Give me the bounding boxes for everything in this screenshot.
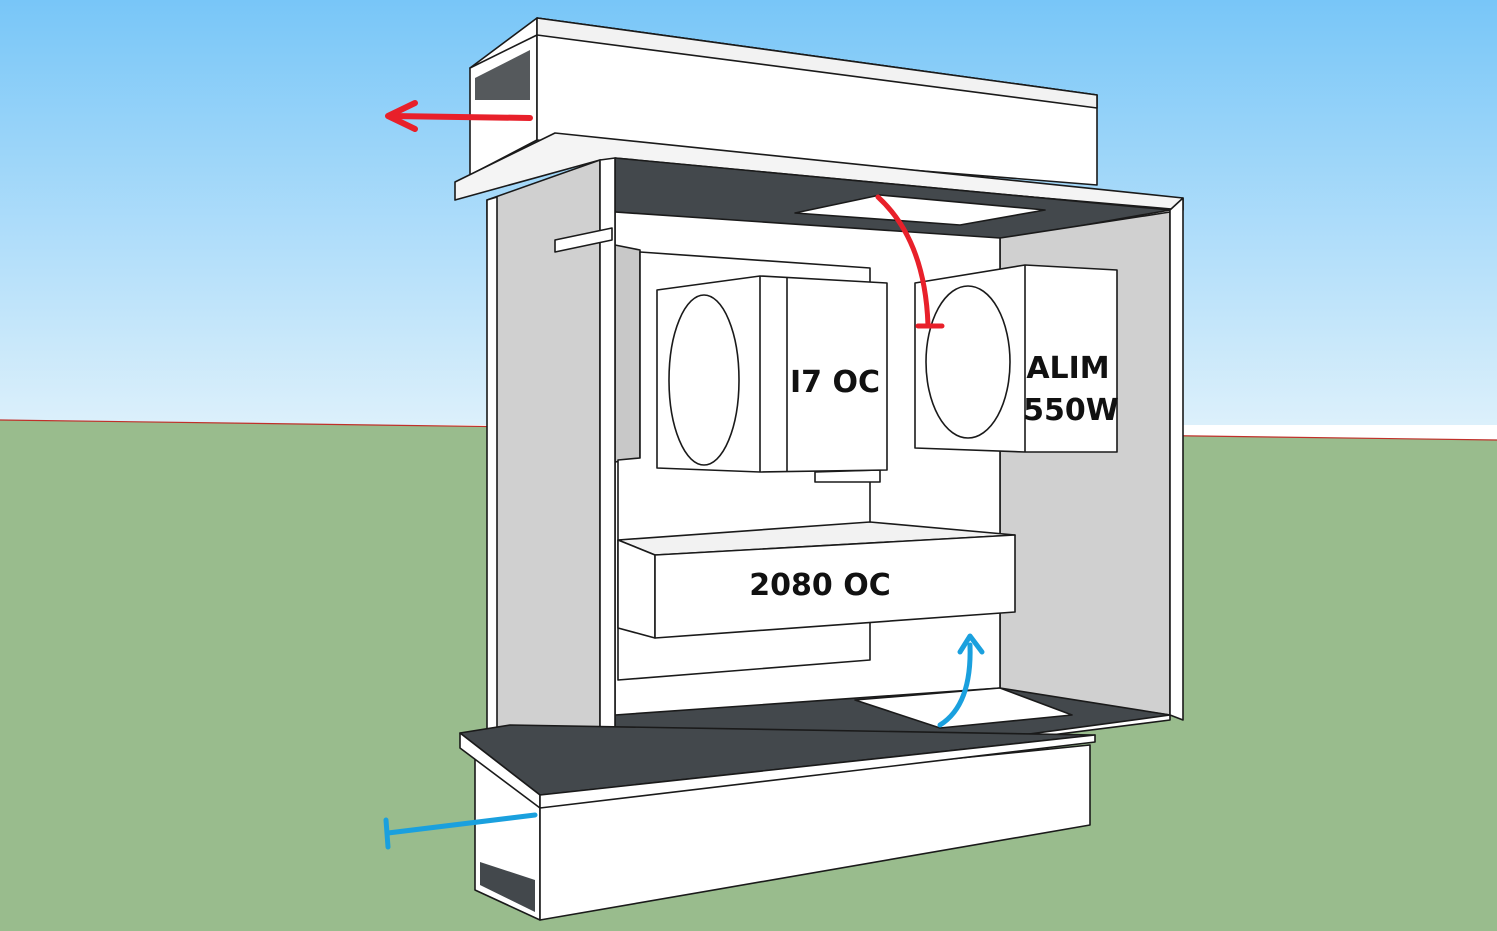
right-front-edge bbox=[1169, 197, 1184, 721]
top-exhaust-duct bbox=[469, 17, 1098, 186]
intake-arrow-bottom bbox=[937, 633, 985, 728]
mobo-tray-panel bbox=[614, 244, 641, 463]
top-vent-hole bbox=[794, 194, 1046, 226]
exhaust-arrow-psu bbox=[875, 194, 945, 329]
left-side-wall bbox=[486, 159, 601, 791]
graphics-card: 2080 OC bbox=[617, 521, 1016, 639]
psu-fan-icon bbox=[925, 285, 1011, 439]
power-supply: ALIM 550W bbox=[914, 264, 1119, 453]
cpu-cooler: I7 OC bbox=[656, 275, 888, 483]
exhaust-arrow-top bbox=[385, 100, 533, 132]
psu-label-line2: 550W bbox=[1023, 393, 1119, 428]
gpu-label: 2080 OC bbox=[749, 568, 890, 603]
bottom-intake-duct bbox=[459, 724, 1096, 921]
bottom-vent-hole bbox=[854, 687, 1073, 729]
cpu-label: I7 OC bbox=[790, 365, 880, 400]
cpu-fan-icon bbox=[668, 294, 740, 466]
intake-arrow-front bbox=[383, 812, 538, 850]
psu-label-line1: ALIM bbox=[1026, 351, 1109, 386]
